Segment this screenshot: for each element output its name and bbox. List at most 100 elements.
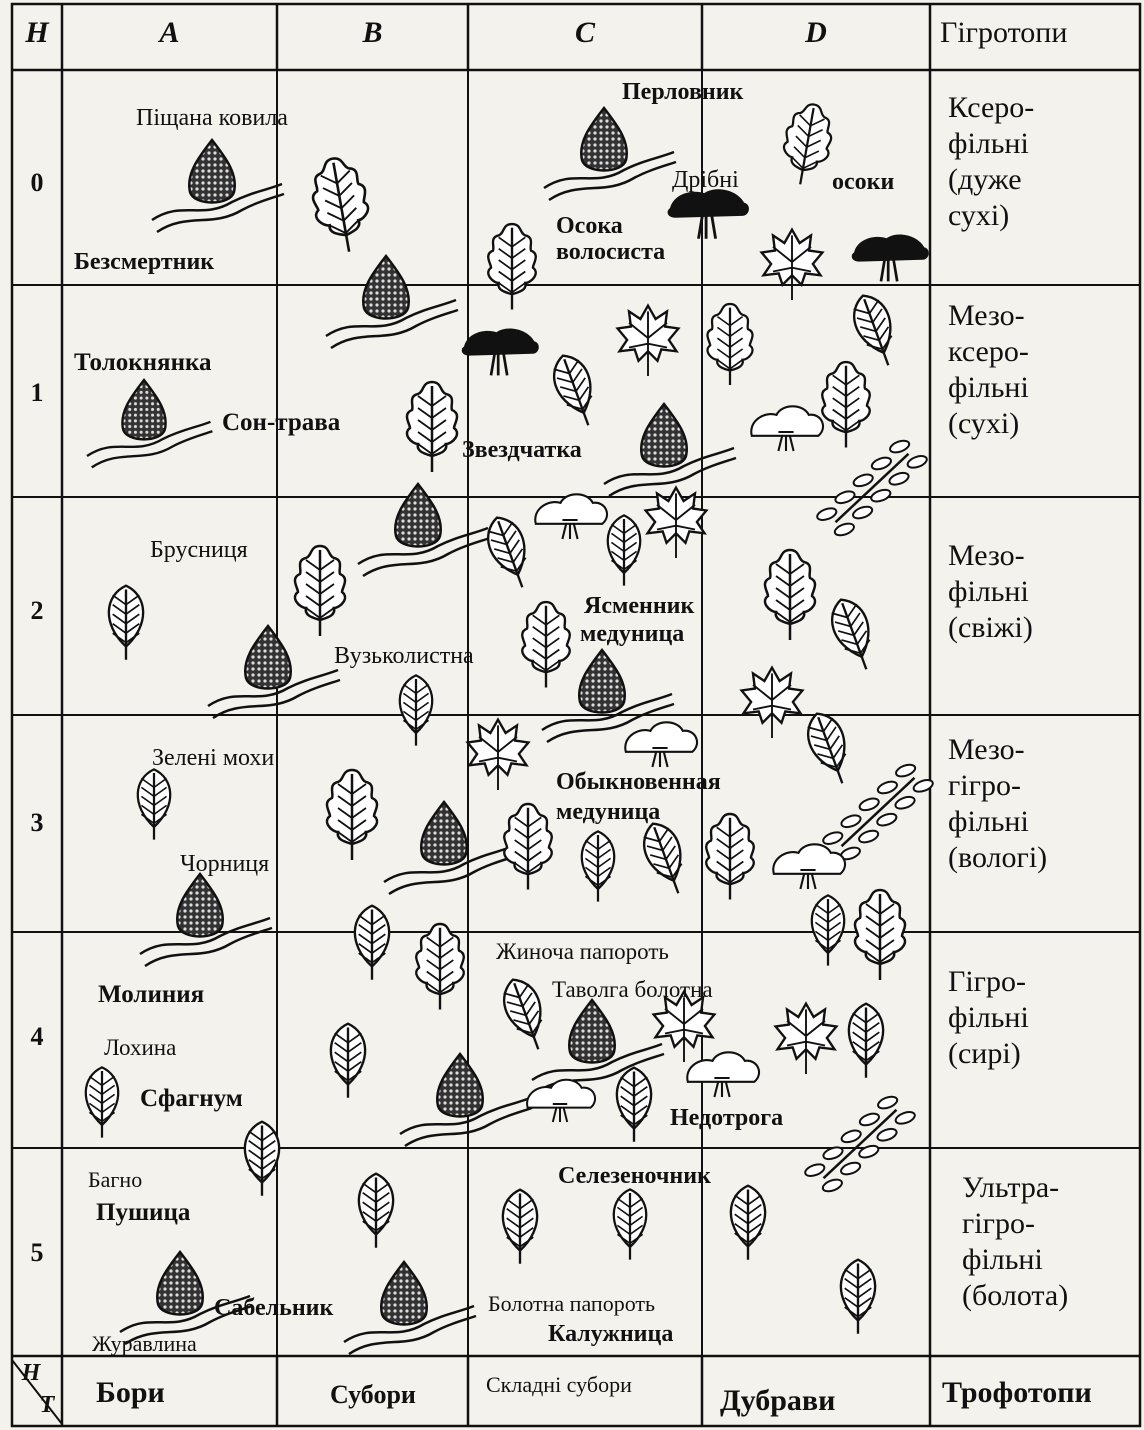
broad-leaf-icon — [497, 974, 555, 1055]
broad-leaf-icon — [355, 906, 389, 980]
trophotope-dubravy: Дубрави — [720, 1384, 835, 1418]
row-label-5: 5 — [17, 1238, 57, 1268]
broad-leaf-icon — [359, 1174, 393, 1248]
herb-symbol-icon — [384, 802, 516, 894]
broad-leaf-icon — [637, 818, 695, 899]
plant-label-pishchana-kovyla: Піщана ковила — [136, 106, 288, 131]
oak-leaf-icon — [765, 550, 815, 640]
broad-leaf-icon — [617, 1068, 651, 1142]
herb-symbol-icon — [152, 140, 284, 232]
column-b-header: B — [277, 16, 468, 50]
shrub-icon — [527, 1080, 595, 1122]
moisture-class-4: Гігро- фільні (сирі) — [948, 964, 1029, 1072]
oak-leaf-icon — [407, 382, 457, 472]
plant-label-sfagnum: Сфагнум — [140, 1086, 243, 1112]
moisture-class-2: Мезо- фільні (свіжі) — [948, 538, 1033, 646]
trophotope-title: Трофотопи — [942, 1376, 1092, 1410]
broad-leaf-icon — [331, 1024, 365, 1098]
oak-leaf-icon — [488, 224, 536, 310]
oak-leaf-icon — [822, 362, 870, 448]
herb-symbol-icon — [140, 874, 272, 966]
maple-leaf-icon — [742, 668, 803, 738]
broad-leaf-icon — [481, 512, 539, 593]
plant-label-bezsmertnyk: Безсмертник — [74, 250, 214, 275]
plant-label-osoka: Осока — [556, 214, 623, 239]
broad-leaf-icon — [841, 1260, 875, 1334]
plant-label-zhuravlyna: Журавлина — [92, 1332, 197, 1355]
herb-symbol-icon — [544, 108, 676, 200]
plant-label-yasmennyk: Ясменник — [584, 594, 694, 619]
black-tree-icon — [668, 189, 749, 238]
broad-leaf-icon — [825, 594, 883, 675]
plant-label-zvezdchatka: Звездчатка — [462, 438, 582, 463]
maple-leaf-icon — [654, 992, 715, 1062]
broad-leaf-icon — [503, 1190, 537, 1264]
column-d-header: D — [702, 16, 930, 50]
oak-leaf-icon — [706, 814, 754, 900]
herb-symbol-icon — [400, 1054, 532, 1146]
corner-h: H — [12, 16, 62, 50]
broad-leaf-icon — [245, 1122, 279, 1196]
maple-leaf-icon — [618, 306, 679, 376]
row-label-2: 2 — [17, 596, 57, 626]
maple-leaf-icon — [776, 1004, 837, 1074]
broad-leaf-icon — [138, 769, 170, 839]
plant-label-perlovnyk: Перловник — [622, 80, 743, 105]
moisture-class-0: Ксеро- фільні (дуже сухі) — [948, 90, 1034, 234]
broad-leaf-icon — [86, 1067, 118, 1137]
shrub-icon — [535, 494, 607, 539]
plant-icon-layer — [86, 101, 938, 1354]
herb-symbol-icon — [87, 380, 212, 467]
maple-leaf-icon — [646, 488, 707, 558]
herb-symbol-icon — [326, 256, 458, 348]
trophotope-bory: Бори — [96, 1376, 165, 1410]
oak-leaf-icon — [295, 546, 345, 636]
plant-label-vuzkolystna: Вузьколистна — [334, 644, 474, 669]
moisture-title: Гігротопи — [940, 16, 1067, 50]
moisture-class-3: Мезо- гігро- фільні (вологі) — [948, 732, 1047, 876]
plant-label-chornytsya: Чорниця — [180, 852, 269, 877]
broad-leaf-icon — [400, 675, 432, 745]
broad-leaf-icon — [109, 586, 143, 660]
oak-leaf-icon — [855, 890, 905, 980]
plant-label-dribni: Дрібні — [672, 168, 739, 193]
oak-leaf-icon — [307, 154, 375, 256]
broad-leaf-icon — [812, 895, 844, 965]
maple-leaf-icon — [762, 230, 823, 300]
plant-label-osoky: осоки — [832, 170, 894, 195]
plant-label-bagno: Багно — [88, 1168, 142, 1191]
column-a-header: A — [62, 16, 277, 50]
moisture-class-5: Ультра- гігро- фільні (болота) — [962, 1170, 1068, 1314]
row-label-3: 3 — [17, 808, 57, 838]
plant-label-pushytsya: Пушица — [96, 1200, 190, 1226]
plant-label-sabelnyk: Сабельник — [214, 1296, 333, 1321]
black-tree-icon — [462, 329, 539, 376]
plant-label-medunytsya: медуница — [580, 622, 684, 647]
plant-label-toloknyanka: Толокнянка — [74, 350, 212, 376]
plant-label-medunytsya-2: медуница — [556, 800, 660, 825]
broad-leaf-icon — [847, 290, 905, 371]
shrub-icon — [625, 722, 697, 767]
plant-label-tavolga: Таволга болотна — [552, 978, 713, 1002]
oak-leaf-icon — [707, 304, 752, 385]
plant-label-kaluzhnytsya: Калужница — [548, 1322, 673, 1347]
oak-leaf-icon — [504, 804, 552, 890]
plant-label-brusnytsya: Брусниця — [150, 538, 248, 563]
plant-label-zhinocha-paporot: Жиноча папороть — [496, 940, 669, 964]
plant-label-nedotroga: Недотрога — [670, 1106, 783, 1131]
shrub-icon — [751, 406, 823, 451]
herb-symbol-icon — [344, 1262, 476, 1354]
broad-leaf-icon — [614, 1189, 646, 1259]
plant-label-obyknovennaya: Обыкновенная — [556, 770, 721, 795]
broad-leaf-icon — [608, 515, 640, 585]
maple-leaf-icon — [468, 720, 529, 790]
black-tree-icon — [852, 235, 929, 282]
row-label-4: 4 — [17, 1022, 57, 1052]
column-c-header: C — [468, 16, 702, 50]
shrub-icon — [687, 1052, 759, 1097]
shrub-icon — [773, 844, 845, 889]
moisture-class-1: Мезо- ксеро- фільні (сухі) — [948, 298, 1029, 442]
broad-leaf-icon — [801, 708, 859, 789]
broad-leaf-icon — [849, 1004, 883, 1078]
